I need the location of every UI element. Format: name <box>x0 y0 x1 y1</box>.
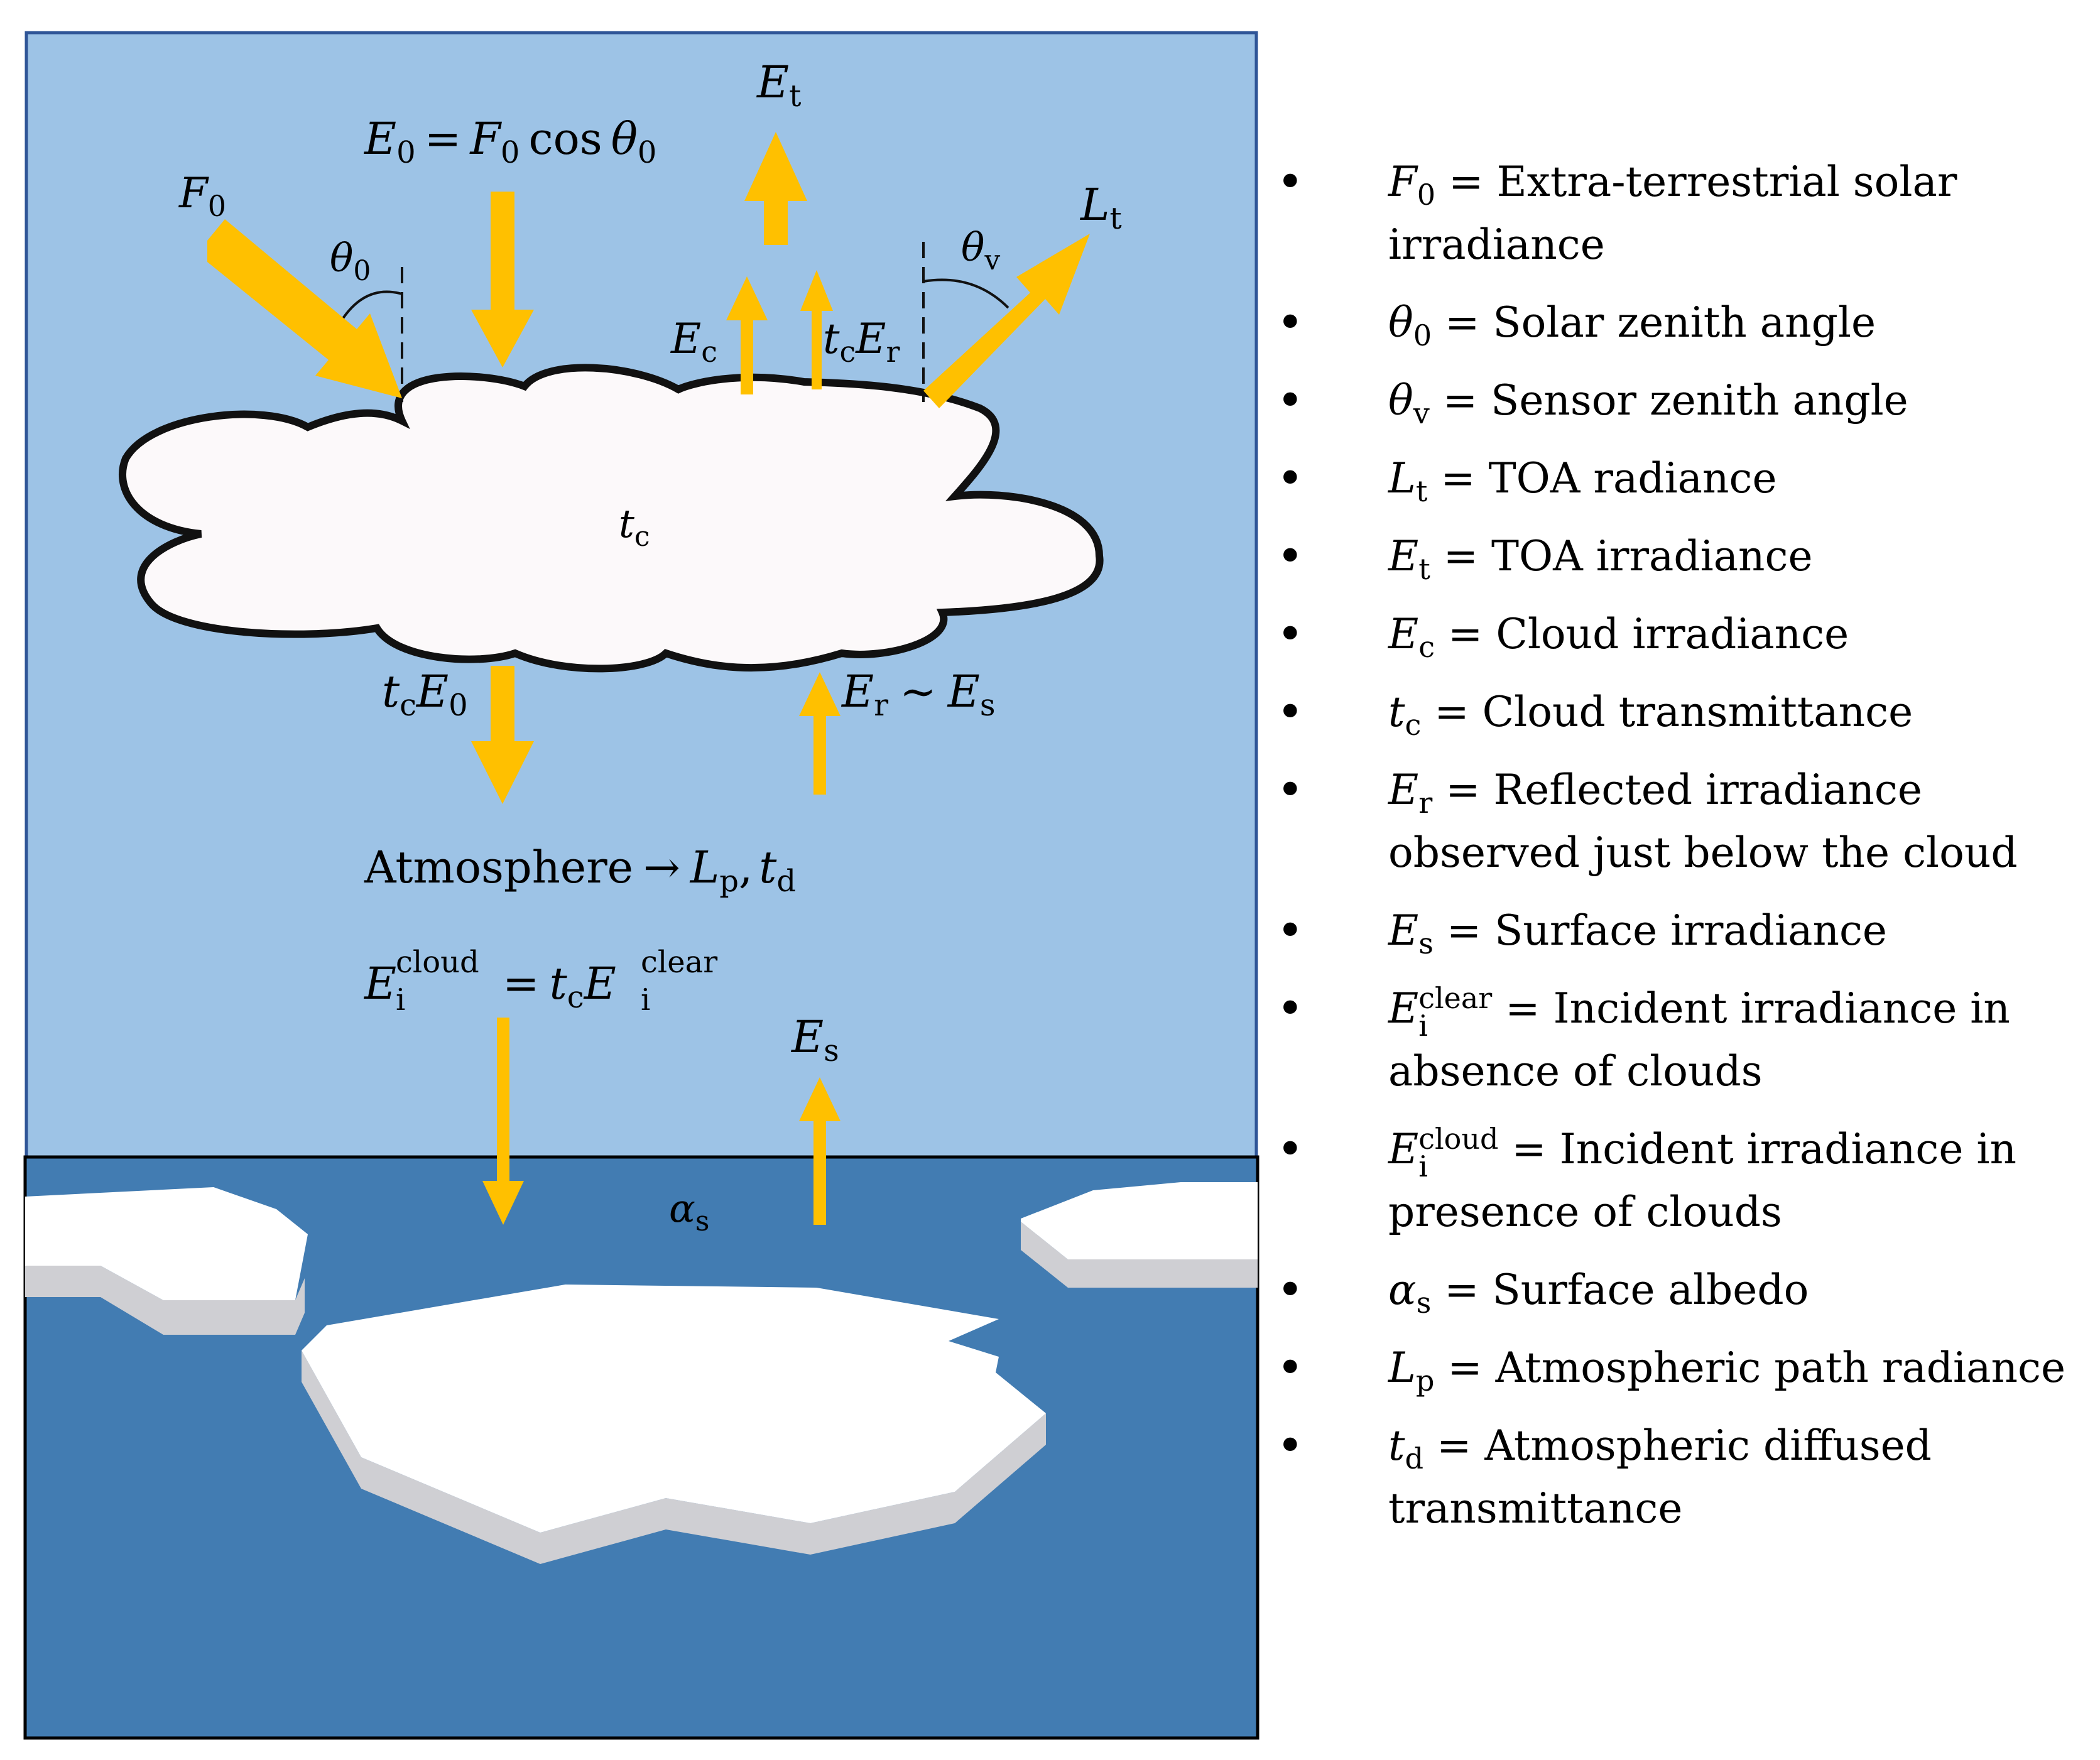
ice-floe-icon <box>302 1285 1046 1564</box>
label-tcE0: tcE0 <box>382 666 468 723</box>
legend-subscript: c <box>1405 708 1422 742</box>
legend-description: = Surface albedo <box>1431 1266 1809 1314</box>
arrow-icon <box>799 672 841 795</box>
legend-subscript: 0 <box>1413 318 1432 353</box>
legend-symbol: α <box>1388 1266 1417 1314</box>
legend-symbol: E <box>1388 906 1419 955</box>
legend-item: Er = Reflected irradiance observed just … <box>1263 759 2079 884</box>
legend-item: Lp = Atmospheric path radiance <box>1263 1337 2079 1399</box>
ice-floe-icon <box>25 1187 308 1335</box>
legend-description: = Extra-terrestrial solar irradiance <box>1388 158 1957 269</box>
legend-superscript: cloud <box>1418 1122 1499 1156</box>
legend-symbol: θ <box>1388 376 1413 425</box>
legend-symbol: θ <box>1388 298 1413 347</box>
legend-symbol: t <box>1388 688 1405 736</box>
legend-symbol: E <box>1388 610 1419 658</box>
legend-subscript: i <box>1418 1149 1428 1183</box>
arrow-icon <box>923 234 1090 408</box>
legend-description: = Atmospheric diffused transmittance <box>1388 1421 1932 1533</box>
legend-subscript: t <box>1415 474 1428 509</box>
legend-item: θv = Sensor zenith angle <box>1263 369 2079 432</box>
arrow-icon <box>207 219 402 398</box>
legend-symbol: L <box>1388 454 1416 502</box>
legend-item: αs = Surface albedo <box>1263 1259 2079 1322</box>
legend-description: = TOA irradiance <box>1430 532 1813 580</box>
label-F0: F0 <box>178 169 226 223</box>
arrow-icon <box>800 270 833 389</box>
label-Et: Et <box>756 57 801 114</box>
cloud-icon <box>119 364 1104 673</box>
legend-description: = Solar zenith angle <box>1432 298 1876 347</box>
legend-item: Es = Surface irradiance <box>1263 899 2079 962</box>
label-Es: Es <box>790 1011 839 1068</box>
sensor-zenith-angle-arc <box>923 278 1009 309</box>
legend-description: = Reflected irradiance observed just bel… <box>1388 766 2018 877</box>
legend-description: = Cloud irradiance <box>1435 610 1849 658</box>
legend-subscript: 0 <box>1417 178 1436 212</box>
arrow-icon <box>471 666 534 804</box>
legend-description: = Cloud transmittance <box>1421 688 1913 736</box>
label-theta0: θ0 <box>330 235 371 287</box>
legend-subscript: r <box>1418 786 1433 820</box>
label-Er-approx-Es: Er∼Es <box>841 666 995 723</box>
label-atmosphere: Atmosphere→Lp,td <box>364 842 796 899</box>
legend-item: tc = Cloud transmittance <box>1263 681 2079 744</box>
legend-description: = Incident irradiance in absence of clou… <box>1388 984 2010 1095</box>
legend-subscript: p <box>1415 1364 1435 1398</box>
legend-symbol: E <box>1388 984 1419 1033</box>
legend-item: Et = TOA irradiance <box>1263 525 2079 588</box>
legend-item: F0 = Extra-terrestrial solar irradiance <box>1263 151 2079 276</box>
symbol-legend: F0 = Extra-terrestrial solar irradianceθ… <box>1263 151 2079 1555</box>
arrow-icon <box>744 132 807 245</box>
label-Lt: Lt <box>1079 179 1122 236</box>
legend-description: = TOA radiance <box>1427 454 1777 502</box>
legend-item: td = Atmospheric diffused transmittance <box>1263 1415 2079 1540</box>
arrow-icon <box>726 276 768 394</box>
legend-item: Ec = Cloud irradiance <box>1263 603 2079 666</box>
label-thetav: θv <box>961 224 1000 276</box>
legend-symbol: L <box>1388 1344 1416 1392</box>
legend-description: = Sensor zenith angle <box>1429 376 1908 425</box>
label-alpha-s: αs <box>669 1185 709 1237</box>
arrow-icon <box>482 1018 524 1225</box>
legend-item: Lt = TOA radiance <box>1263 447 2079 510</box>
label-tc-cloud: tc <box>619 501 650 553</box>
legend-subscript: d <box>1405 1442 1424 1476</box>
legend-superscript: clear <box>1418 981 1493 1015</box>
legend-subscript: s <box>1416 1286 1432 1320</box>
legend-symbol: E <box>1388 766 1419 814</box>
arrow-icon <box>799 1077 841 1225</box>
legend-subscript: i <box>1418 1009 1428 1043</box>
legend-description: = Surface irradiance <box>1433 906 1887 955</box>
label-Ec: Ec <box>670 315 717 369</box>
legend-subscript: t <box>1418 552 1430 587</box>
legend-subscript: v <box>1413 396 1430 431</box>
legend-description: = Atmospheric path radiance <box>1434 1344 2066 1392</box>
legend-symbol: F <box>1388 158 1417 206</box>
ice-floe-icon <box>1021 1182 1258 1288</box>
legend-subscript: s <box>1418 926 1434 961</box>
legend-subscript: c <box>1418 630 1435 665</box>
legend-item: θ0 = Solar zenith angle <box>1263 291 2079 354</box>
legend-symbol: E <box>1388 532 1419 580</box>
legend-symbol: t <box>1388 1421 1405 1470</box>
label-tcEr: tcEr <box>823 315 900 369</box>
legend-symbol: E <box>1388 1125 1419 1173</box>
arrow-icon <box>471 192 534 367</box>
legend-description: = Incident irradiance in presence of clo… <box>1388 1125 2017 1236</box>
